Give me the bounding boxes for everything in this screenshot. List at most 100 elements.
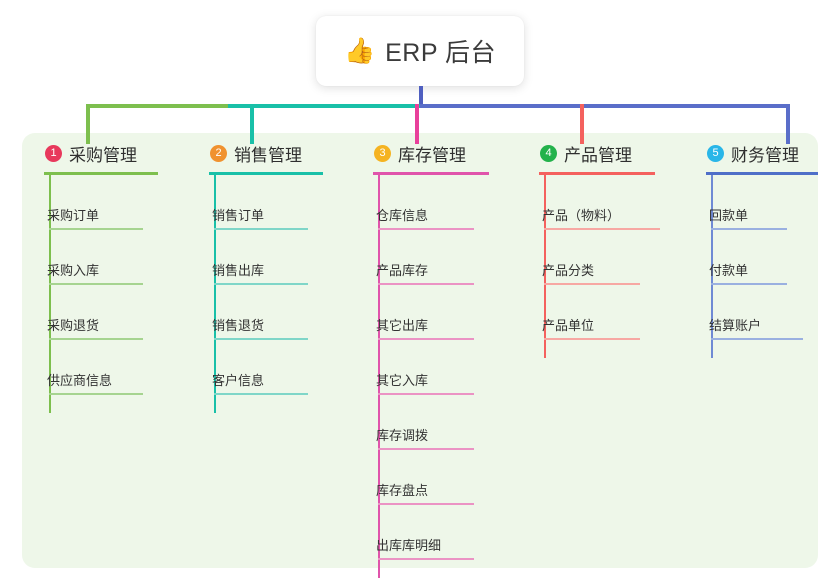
branch-spine-5 [711, 175, 713, 358]
branch-drop-3 [415, 104, 419, 144]
leaf-item[interactable]: 销售出库 [198, 245, 308, 285]
leaf-label: 产品库存 [376, 263, 429, 278]
leaf-item[interactable]: 库存盘点 [362, 465, 477, 505]
leaf-label: 出库库明细 [376, 538, 442, 553]
connector-bar-teal [228, 104, 420, 108]
leaf-label: 采购退货 [47, 318, 100, 333]
branch-rule-1 [44, 172, 158, 175]
leaf-item[interactable]: 采购订单 [33, 190, 143, 230]
leaf-item[interactable]: 采购退货 [33, 300, 143, 340]
branch-title-2: 销售管理 [234, 145, 302, 165]
thumbs-up-icon: 👍 [343, 36, 376, 65]
leaf-rule [378, 228, 474, 230]
leaf-item[interactable]: 采购入库 [33, 245, 143, 285]
leaf-rule [49, 283, 143, 285]
branch-column-3: 3 库存管理 仓库信息 产品库存 其它出库 其它入库 库存调拨 库存盘点 [362, 140, 489, 578]
branch-drop-1 [86, 104, 90, 144]
leaf-item[interactable]: 客户信息 [198, 355, 308, 395]
branch-column-1: 1 采购管理 采购订单 采购入库 采购退货 供应商信息 [33, 140, 158, 413]
branch-column-2: 2 销售管理 销售订单 销售出库 销售退货 客户信息 [198, 140, 323, 413]
leaf-rule [711, 338, 803, 340]
branch-spine-1 [49, 175, 51, 413]
leaf-item[interactable]: 销售订单 [198, 190, 308, 230]
leaf-rule [711, 228, 787, 230]
branch-header-3[interactable]: 3 库存管理 [362, 140, 466, 166]
leaf-label: 采购入库 [47, 263, 100, 278]
leaf-rule [378, 448, 474, 450]
leaf-label: 回款单 [709, 208, 749, 223]
leaf-item[interactable]: 其它出库 [362, 300, 477, 340]
connector-bar-blue [420, 104, 790, 108]
branch-rule-5 [706, 172, 818, 175]
leaf-item[interactable]: 其它入库 [362, 355, 477, 395]
branch-drop-2 [250, 104, 254, 144]
branch-spine-2 [214, 175, 216, 413]
leaf-label: 采购订单 [47, 208, 100, 223]
leaf-rule [378, 393, 474, 395]
root-title: ERP 后台 [385, 39, 497, 67]
leaf-item[interactable]: 产品库存 [362, 245, 477, 285]
branch-title-1: 采购管理 [69, 145, 137, 165]
branch-drop-4 [580, 104, 584, 144]
leaf-item[interactable]: 付款单 [695, 245, 805, 285]
leaf-label: 销售退货 [212, 318, 265, 333]
leaf-item[interactable]: 销售退货 [198, 300, 308, 340]
leaf-rule [214, 283, 308, 285]
leaf-item[interactable]: 出库库明细 [362, 520, 477, 560]
branch-column-4: 4 产品管理 产品（物料） 产品分类 产品单位 [528, 140, 660, 358]
leaf-label: 客户信息 [212, 373, 265, 388]
leaf-item[interactable]: 结算账户 [695, 300, 805, 340]
leaf-rule [378, 283, 474, 285]
branch-header-1[interactable]: 1 采购管理 [33, 140, 137, 166]
leaf-label: 结算账户 [709, 318, 762, 333]
leaf-item[interactable]: 仓库信息 [362, 190, 477, 230]
leaf-label: 其它入库 [376, 373, 429, 388]
branch-title-4: 产品管理 [564, 145, 632, 165]
root-stem-connector [419, 86, 423, 106]
leaf-item[interactable]: 产品单位 [528, 300, 663, 340]
leaf-label: 产品（物料） [542, 208, 621, 223]
leaf-label: 产品单位 [542, 318, 595, 333]
leaf-item[interactable]: 产品（物料） [528, 190, 663, 230]
branch-drop-5 [786, 104, 790, 144]
branch-header-4[interactable]: 4 产品管理 [528, 140, 632, 166]
leaf-rule [49, 338, 143, 340]
leaf-item[interactable]: 库存调拨 [362, 410, 477, 450]
leaf-rule [49, 393, 143, 395]
branch-badge-2: 2 [210, 144, 227, 162]
branch-rule-4 [539, 172, 655, 175]
leaf-label: 其它出库 [376, 318, 429, 333]
leaf-item[interactable]: 产品分类 [528, 245, 663, 285]
branch-spine-3 [378, 175, 380, 578]
connector-bar-green [86, 104, 228, 108]
leaf-label: 销售订单 [212, 208, 265, 223]
branch-spine-4 [544, 175, 546, 358]
leaf-label: 付款单 [709, 263, 749, 278]
leaf-rule [544, 283, 640, 285]
leaf-rule [711, 283, 787, 285]
branch-rule-2 [209, 172, 323, 175]
leaf-rule [378, 558, 474, 560]
leaf-label: 供应商信息 [47, 373, 113, 388]
branch-badge-4: 4 [540, 144, 557, 162]
leaf-rule [544, 338, 640, 340]
branch-column-5: 5 财务管理 回款单 付款单 结算账户 [695, 140, 818, 358]
branches-panel [22, 133, 818, 568]
leaf-rule [214, 338, 308, 340]
branch-title-3: 库存管理 [398, 145, 466, 165]
branch-badge-1: 1 [45, 144, 62, 162]
leaf-rule [214, 393, 308, 395]
branch-header-5[interactable]: 5 财务管理 [695, 140, 799, 166]
root-node[interactable]: 👍 ERP 后台 [316, 16, 524, 86]
leaf-label: 仓库信息 [376, 208, 429, 223]
branch-title-5: 财务管理 [731, 145, 799, 165]
leaf-label: 销售出库 [212, 263, 265, 278]
leaf-rule [378, 503, 474, 505]
leaf-item[interactable]: 回款单 [695, 190, 805, 230]
leaf-label: 库存调拨 [376, 428, 429, 443]
leaf-item[interactable]: 供应商信息 [33, 355, 143, 395]
branch-header-2[interactable]: 2 销售管理 [198, 140, 302, 166]
leaf-rule [378, 338, 474, 340]
leaf-rule [544, 228, 660, 230]
